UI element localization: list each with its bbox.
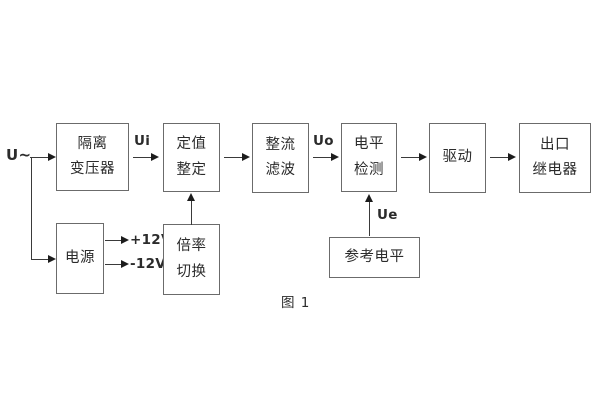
block-rectify-filter-line2: 滤波 (265, 162, 296, 178)
arrowhead-multiplier-to-setting (187, 193, 195, 201)
arrowhead-driver-to-output-relay (508, 152, 516, 161)
block-setting-value-line1: 定值 (176, 136, 207, 153)
block-power-supply-line1: 电源 (65, 249, 95, 266)
wire-multiplier-to-setting (191, 200, 192, 225)
block-driver[interactable]: 驱动 (429, 123, 486, 193)
signal-label-ue: Ue (377, 207, 398, 223)
wire-input-to-power-supply (31, 259, 52, 260)
block-level-detect[interactable]: 电平 检测 (341, 123, 397, 192)
arrowhead-level-detect-to-driver (419, 152, 427, 161)
block-output-relay-line2: 继电器 (532, 162, 578, 178)
block-multiplier-switch-line2: 切换 (176, 263, 207, 280)
block-rectify-filter[interactable]: 整流 滤波 (252, 123, 309, 193)
block-setting-value[interactable]: 定值 整定 (163, 123, 220, 192)
arrowhead-input-to-power-supply (48, 254, 56, 263)
block-multiplier-switch[interactable]: 倍率 切换 (163, 224, 220, 295)
wire-input-bus-vertical (31, 157, 32, 259)
block-driver-line1: 驱动 (442, 149, 473, 166)
rail-label-negative: -12V (130, 256, 167, 272)
arrowhead-rail-positive (121, 235, 129, 244)
arrowhead-transformer-to-setting (151, 152, 159, 161)
block-level-detect-line2: 检测 (354, 161, 384, 178)
signal-label-uo: Uo (313, 133, 334, 149)
arrowhead-rectify-to-level-detect (331, 152, 339, 161)
arrowhead-setting-to-rectify (242, 152, 250, 161)
wire-input-to-transformer (30, 157, 52, 158)
block-isolation-transformer-line2: 变压器 (70, 161, 115, 177)
wire-reference-to-level-detect (369, 201, 370, 236)
block-rectify-filter-line1: 整流 (265, 136, 296, 153)
block-output-relay[interactable]: 出口 继电器 (519, 123, 591, 193)
wire-rectify-to-level-detect (313, 157, 335, 158)
block-setting-value-line2: 整定 (176, 161, 207, 178)
arrowhead-reference-to-level-detect (365, 194, 373, 202)
signal-label-ui: Ui (134, 133, 151, 149)
block-isolation-transformer[interactable]: 隔离 变压器 (56, 123, 129, 191)
block-power-supply[interactable]: 电源 (56, 223, 104, 294)
rail-label-positive: +12V (130, 232, 172, 248)
block-level-detect-line1: 电平 (354, 136, 384, 153)
wire-rail-positive (105, 240, 125, 241)
wire-rail-negative (105, 264, 125, 265)
wire-level-detect-to-driver (401, 157, 423, 158)
input-source-label: U~ (6, 146, 32, 164)
arrowhead-input-to-transformer (48, 152, 56, 161)
block-output-relay-line1: 出口 (540, 136, 570, 153)
wire-transformer-to-setting (133, 157, 155, 158)
block-reference-level-line1: 参考电平 (344, 248, 405, 265)
block-multiplier-switch-line1: 倍率 (176, 238, 207, 255)
wire-driver-to-output-relay (490, 157, 512, 158)
block-isolation-transformer-line1: 隔离 (77, 135, 108, 152)
figure-caption: 图 1 (281, 295, 311, 311)
block-reference-level[interactable]: 参考电平 (329, 237, 420, 278)
wire-setting-to-rectify (224, 157, 246, 158)
arrowhead-rail-negative (121, 259, 129, 268)
